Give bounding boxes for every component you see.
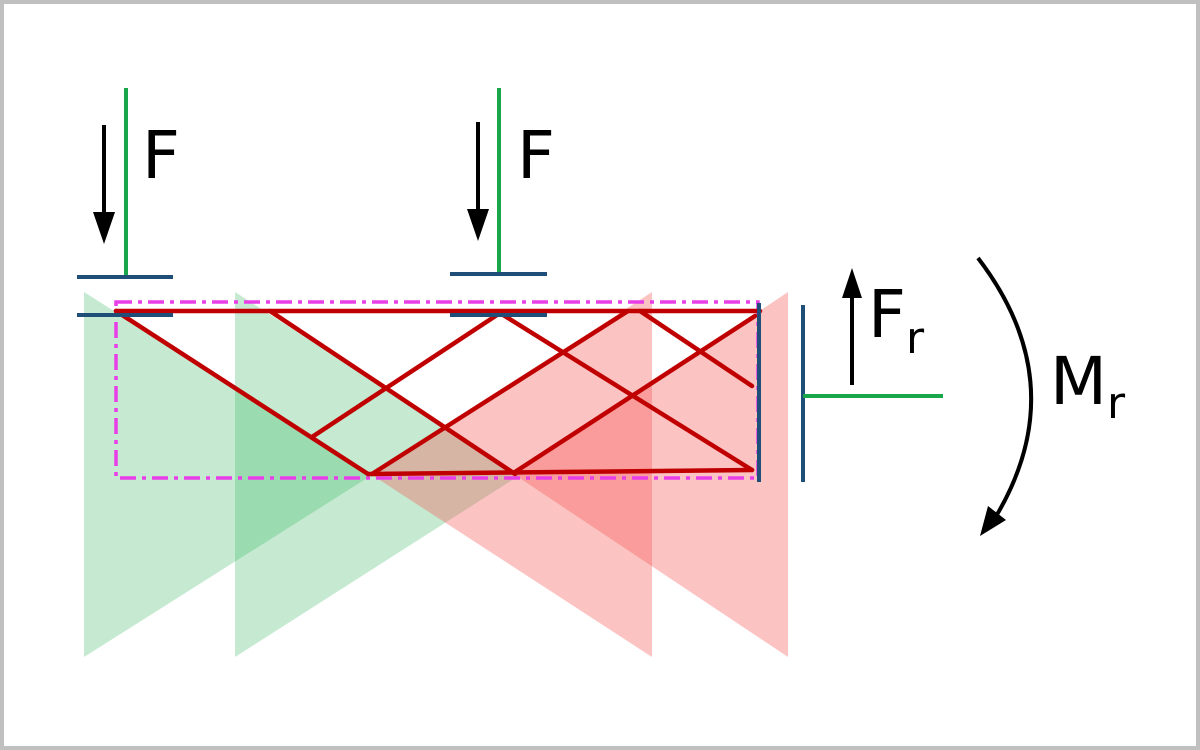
support-reaction: Fr Mr	[757, 256, 1126, 536]
truss-diagonal	[309, 310, 503, 440]
truss-members	[113, 308, 763, 477]
red-triangle-right	[515, 292, 788, 657]
applied-force-mid: F	[450, 88, 555, 317]
reaction-force-label-sub: r	[906, 313, 925, 364]
truss-diagonal	[637, 308, 755, 389]
arrowhead-icon	[842, 268, 862, 298]
reaction-moment-label: Mr	[1050, 343, 1126, 429]
green-triangle-left	[84, 292, 372, 657]
reaction-moment-label-main: M	[1050, 343, 1107, 420]
truss-diagonal	[267, 308, 518, 477]
reaction-moment-arc	[976, 256, 1034, 520]
truss-bottom-chord	[365, 467, 755, 477]
applied-force-left: F	[77, 88, 180, 317]
truss-diagonal	[512, 313, 758, 475]
reaction-force-label-main: F	[868, 276, 906, 353]
truss-diagonal	[113, 308, 371, 477]
arrowhead-icon	[980, 506, 1006, 536]
reaction-moment-label-sub: r	[1107, 378, 1126, 429]
force-label-mid: F	[517, 117, 555, 194]
truss-diagonal	[497, 310, 755, 473]
force-label-left: F	[142, 117, 180, 194]
truss-diagonal	[369, 308, 631, 477]
reaction-force-label: Fr	[868, 276, 925, 364]
arrowhead-icon	[93, 212, 115, 244]
arrowhead-icon	[467, 209, 489, 241]
